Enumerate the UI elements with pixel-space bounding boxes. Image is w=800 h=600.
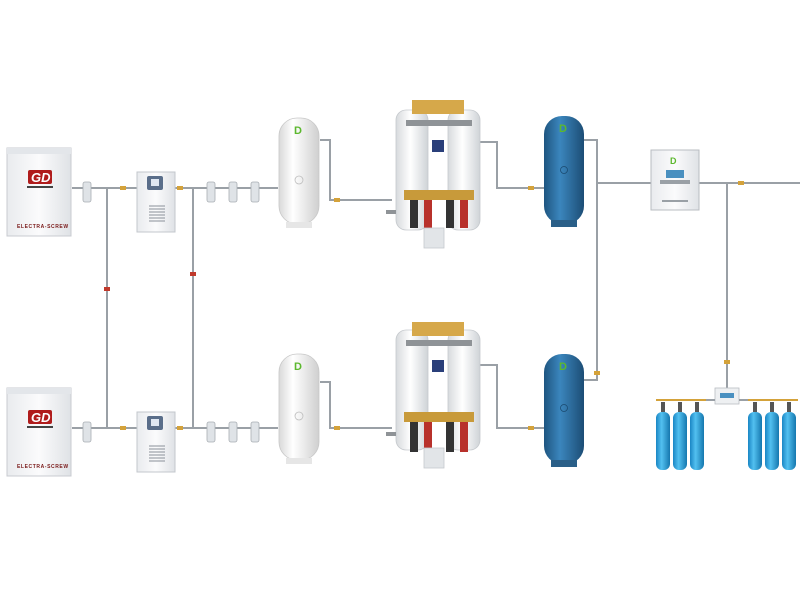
pipe-top-receiver-generator xyxy=(320,139,392,201)
panel-logo: D xyxy=(670,156,677,166)
filter-icon xyxy=(206,181,216,203)
filter-icon xyxy=(82,421,92,443)
valve-icon xyxy=(334,426,340,430)
nitrogen-generator-top xyxy=(386,100,481,249)
gas-cylinder-icon xyxy=(656,412,670,470)
filter-group-top-left xyxy=(82,181,260,203)
filter-icon xyxy=(250,181,260,203)
pipe-bottom-buffer-outlet xyxy=(582,183,598,381)
valve-icon xyxy=(120,426,126,430)
gas-cylinder-icon xyxy=(765,412,779,470)
pipe-top-generator-buffer xyxy=(478,141,545,189)
compressor-brand: ELECTRA-SCREW xyxy=(17,464,69,470)
dryer-bottom xyxy=(136,411,176,473)
air-compressor-bottom: GD ELECTRA-SCREW xyxy=(6,387,72,477)
compressor-logo: GD xyxy=(31,170,51,185)
filter-icon xyxy=(228,181,238,203)
gas-cylinder-icon xyxy=(782,412,796,470)
piping-network xyxy=(72,139,800,429)
valve-icon xyxy=(594,371,600,375)
cylinder-bank-left xyxy=(656,402,704,470)
gas-cylinder-icon xyxy=(748,412,762,470)
filter-icon xyxy=(82,181,92,203)
valve-icon xyxy=(190,272,196,276)
air-compressor-top: GD ELECTRA-SCREW xyxy=(6,147,72,237)
buffer-logo: D xyxy=(559,361,567,373)
filter-group-bottom-left xyxy=(82,421,260,443)
air-receiver-bottom: D xyxy=(278,353,320,464)
nitrogen-generator-bottom xyxy=(386,322,481,469)
pipe-bottom-generator-buffer xyxy=(478,364,545,429)
valve-icon xyxy=(724,360,730,364)
valve-icon xyxy=(177,186,183,190)
filter-icon xyxy=(206,421,216,443)
valve-icon xyxy=(177,426,183,430)
gas-cylinder-icon xyxy=(690,412,704,470)
air-receiver-top: D xyxy=(278,117,320,228)
filter-icon xyxy=(250,421,260,443)
pipe-top-buffer-outlet xyxy=(582,139,598,183)
valve-icon xyxy=(528,426,534,430)
valve-icon xyxy=(528,186,534,190)
compressor-brand: ELECTRA-SCREW xyxy=(17,224,69,230)
buffer-logo: D xyxy=(559,123,567,135)
receiver-logo: D xyxy=(294,125,302,137)
pipe-bottom-receiver-generator xyxy=(320,381,392,429)
buffer-tank-top: D xyxy=(544,116,584,227)
gas-cylinder-icon xyxy=(673,412,687,470)
valve-icon xyxy=(738,181,744,185)
valve-icon xyxy=(334,198,340,202)
buffer-tank-bottom: D xyxy=(544,354,584,467)
valve-icon xyxy=(120,186,126,190)
filter-icon xyxy=(228,421,238,443)
dryer-top xyxy=(136,171,176,233)
control-panel: D xyxy=(650,149,700,211)
valve-icon xyxy=(104,287,110,291)
pipe-valves xyxy=(104,181,744,430)
cylinder-bank-right xyxy=(748,402,796,470)
manifold xyxy=(656,387,798,405)
compressor-logo: GD xyxy=(31,410,51,425)
receiver-logo: D xyxy=(294,361,302,373)
